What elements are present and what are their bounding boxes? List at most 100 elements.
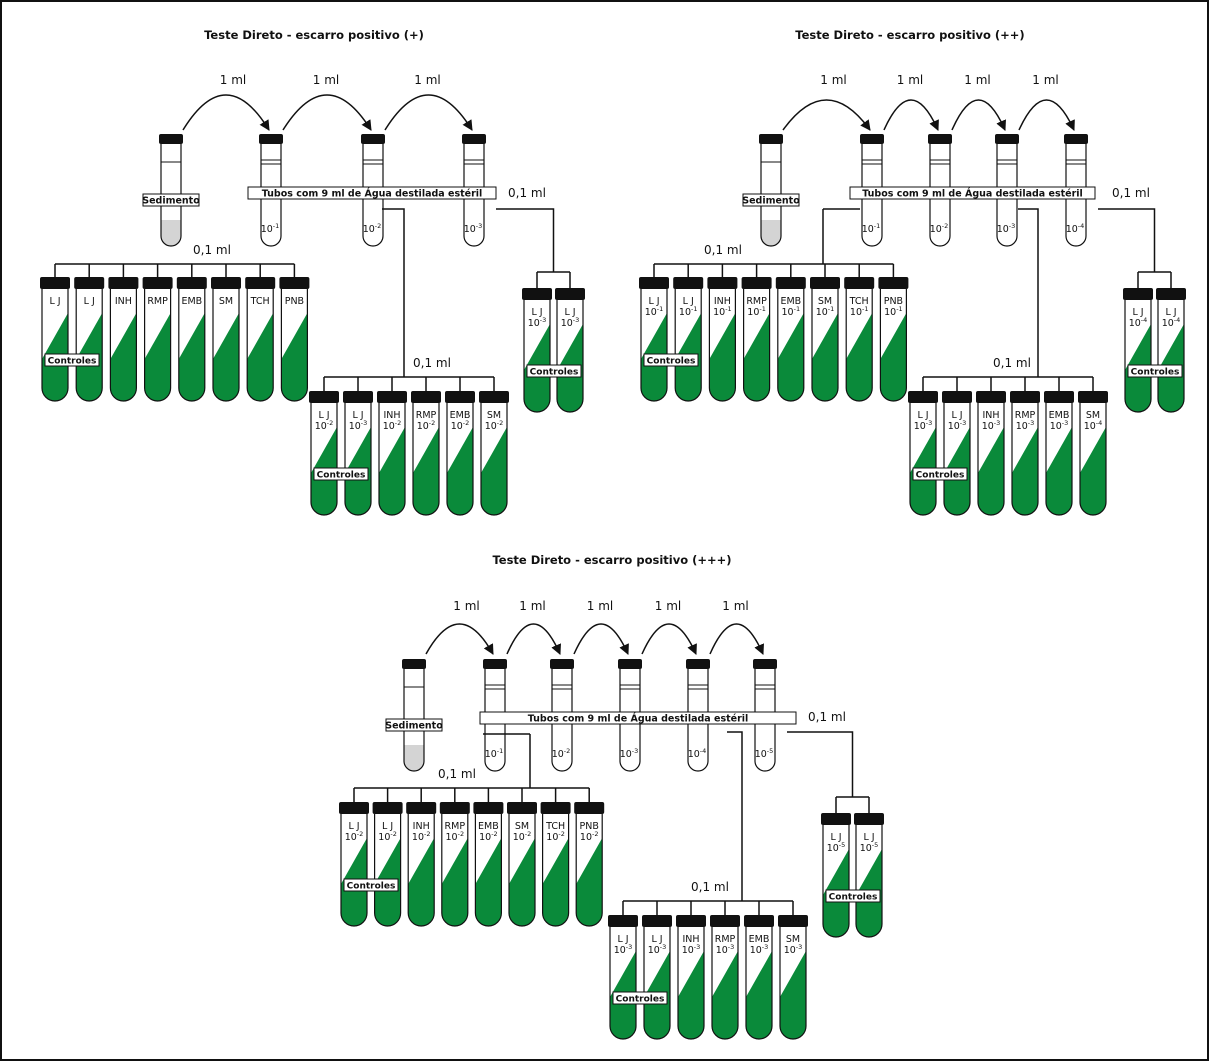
transfer-arrow — [782, 99, 871, 131]
dilution-base: 10 — [552, 749, 564, 760]
dilution-label: 10-3 — [620, 747, 639, 760]
dilution-base: 10 — [884, 307, 896, 318]
tube-cap — [844, 277, 875, 289]
culture-tube: L J10-4 — [1156, 288, 1186, 413]
tube-glass — [575, 814, 603, 927]
dilution-exponent: -2 — [429, 419, 435, 427]
drug-label: L J — [318, 410, 329, 421]
tube-cap — [245, 277, 276, 289]
controls-label: Controles — [317, 471, 366, 481]
culture-tube: PNB — [279, 277, 310, 402]
controls-label-box — [44, 353, 100, 367]
dilution-label: 10-1 — [782, 305, 801, 318]
tube-glass — [745, 927, 773, 1040]
dilution-label: 10-3 — [648, 943, 667, 956]
tube-cap — [810, 277, 840, 289]
tube-glass — [41, 289, 69, 402]
tube-glass — [344, 403, 372, 516]
controls-label-box — [912, 467, 968, 481]
dilution-exponent: -3 — [926, 419, 932, 427]
dilution-base: 10 — [982, 421, 994, 432]
controls-label-box — [343, 878, 399, 892]
drug-label: PNB — [580, 821, 599, 832]
drug-label: L J — [49, 296, 60, 307]
tube-cap — [686, 659, 710, 669]
dilution-label: 10-5 — [755, 747, 774, 760]
dilution-label: 10-4 — [1066, 222, 1085, 235]
dilution-label: 10-3 — [1050, 419, 1069, 432]
drug-label: INH — [115, 296, 132, 307]
dilution-label: 10-2 — [580, 830, 599, 843]
tube-glass — [977, 403, 1005, 516]
dilution-label: 10-1 — [679, 305, 698, 318]
tube-cap — [361, 134, 385, 144]
tube-cap — [676, 915, 706, 927]
drug-label: L J — [352, 410, 363, 421]
slant-medium — [812, 313, 838, 401]
sediment-label: Sedimento — [385, 721, 443, 732]
tube-cap — [142, 277, 173, 289]
slant-medium — [475, 838, 502, 927]
plating-volume-label: 0,1 ml — [413, 356, 451, 370]
drug-label: SM — [818, 296, 832, 307]
plating-volume-label: 0,1 ml — [1112, 186, 1150, 200]
transfer-volume-label: 1 ml — [655, 599, 681, 613]
diluent-bar — [479, 711, 797, 725]
dilution-label: 10-3 — [528, 316, 547, 329]
controls-label: Controles — [48, 357, 97, 367]
slant-medium — [978, 427, 1004, 515]
dilution-label: 10-1 — [884, 305, 903, 318]
transfer-volume-label: 1 ml — [820, 73, 846, 87]
culture-tube: L J10-3 — [608, 915, 638, 1040]
dilution-exponent: -1 — [874, 222, 880, 230]
dilution-exponent: -2 — [390, 830, 396, 838]
dilution-base: 10 — [716, 945, 728, 956]
dilution-base: 10 — [1084, 421, 1096, 432]
slant-medium — [379, 427, 405, 515]
dilution-base: 10 — [383, 421, 395, 432]
culture-tube: L J10-2 — [339, 802, 369, 927]
slant-medium — [447, 427, 473, 515]
slant-medium — [712, 951, 738, 1039]
tube-cap — [522, 288, 552, 300]
feed-line — [496, 208, 555, 272]
sediment-tube: Sedimento — [742, 134, 800, 247]
feed-line — [787, 731, 854, 797]
tube-glass — [1011, 403, 1039, 516]
tube-glass — [446, 403, 474, 516]
culture-tube: L J10-4 — [1123, 288, 1153, 413]
culture-tube: EMB — [176, 277, 207, 402]
controls-label: Controles — [616, 995, 665, 1005]
dilution-exponent: -3 — [476, 222, 482, 230]
dilution-base: 10 — [679, 307, 691, 318]
tube-glass — [542, 814, 570, 927]
tube-cap — [860, 134, 884, 144]
dilution-label: 10-2 — [417, 419, 436, 432]
dilution-label: 10-3 — [614, 943, 633, 956]
dilution-base: 10 — [688, 749, 700, 760]
transfer-arrow — [425, 623, 494, 655]
transfer-arrow — [709, 623, 764, 655]
dilution-exponent: -5 — [767, 747, 773, 755]
drug-label: EMB — [780, 296, 801, 307]
sediment-label-box — [142, 193, 200, 207]
tube-cap — [473, 802, 504, 814]
dilution-exponent: -3 — [626, 943, 632, 951]
controls-label: Controles — [916, 471, 965, 481]
dilution-base: 10 — [784, 945, 796, 956]
dilution-base: 10 — [930, 224, 942, 235]
dilution-base: 10 — [914, 421, 926, 432]
tube-cap — [744, 915, 774, 927]
transfer-volume-label: 1 ml — [1032, 73, 1058, 87]
diluent-label: Tubos com 9 ml de Água destilada estéril — [262, 188, 483, 200]
tube-glass — [340, 814, 368, 927]
controls-label-box — [825, 889, 881, 903]
tube-cap — [1010, 391, 1040, 403]
dilution-label: 10-1 — [747, 305, 766, 318]
tube-cap — [753, 659, 777, 669]
tube-glass — [75, 289, 103, 402]
controls-label: Controles — [347, 882, 396, 892]
